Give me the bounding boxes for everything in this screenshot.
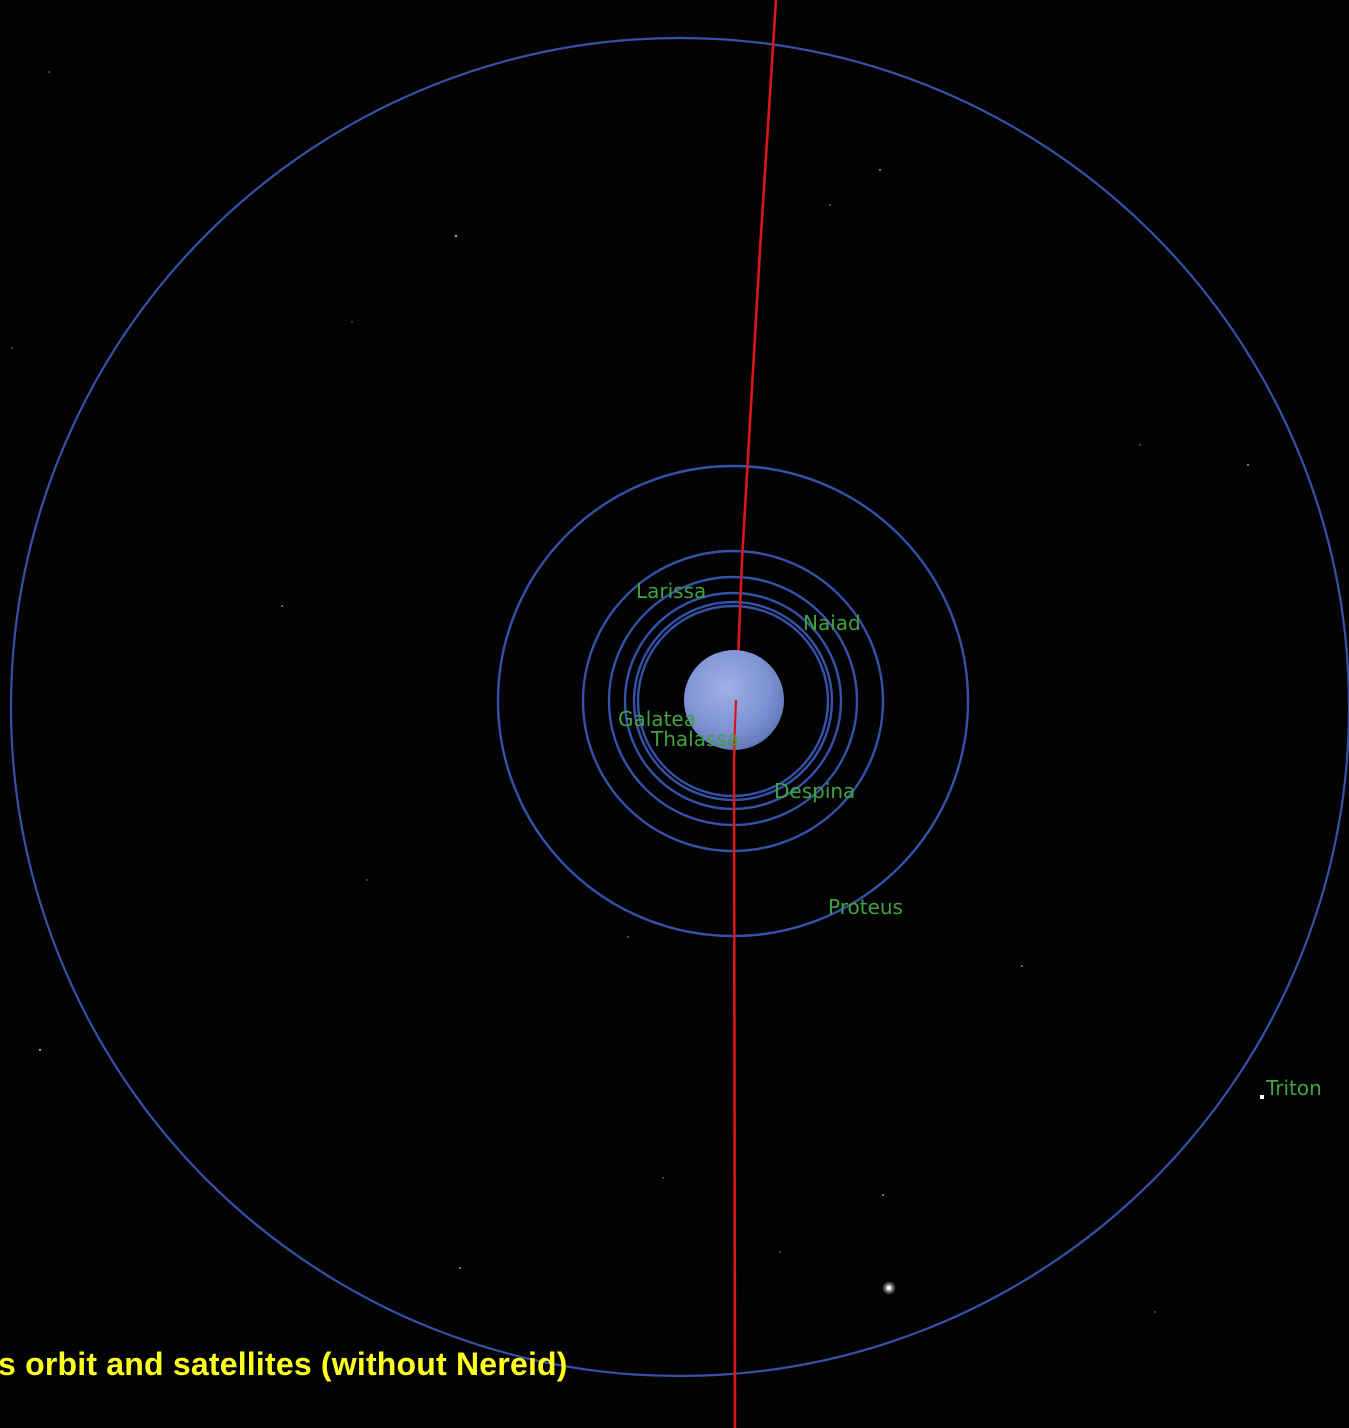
triton-orbit <box>10 37 1349 1377</box>
triton-marker <box>1260 1095 1264 1099</box>
moon-label-galatea: Galatea <box>618 707 696 731</box>
star <box>48 71 50 73</box>
moon-label-naiad: Naiad <box>803 611 861 635</box>
star <box>11 347 13 349</box>
star <box>779 1251 781 1253</box>
star <box>454 234 458 238</box>
trajectory-line <box>732 0 778 1428</box>
moon-label-triton: Triton <box>1265 1076 1322 1100</box>
star <box>1139 444 1141 446</box>
star <box>281 605 283 607</box>
moon-label-despina: Despina <box>774 779 855 803</box>
moon-label-thalassa: Thalassa <box>650 727 739 751</box>
star <box>38 1048 42 1052</box>
slide-caption: s orbit and satellites (without Nereid) <box>0 1346 568 1382</box>
trajectory-front-segment <box>732 699 738 753</box>
star <box>459 1267 461 1269</box>
star <box>829 204 831 206</box>
star <box>351 321 353 323</box>
star <box>879 169 881 171</box>
star <box>366 879 368 881</box>
star <box>627 936 629 938</box>
star <box>1154 1311 1156 1313</box>
moon-label-larissa: Larissa <box>636 579 706 603</box>
star <box>662 1177 664 1179</box>
bright-star-core <box>887 1286 891 1290</box>
star <box>1247 464 1249 466</box>
neptune-planet <box>684 650 784 750</box>
star <box>1021 965 1023 967</box>
moon-label-proteus: Proteus <box>828 895 903 919</box>
star <box>882 1194 884 1196</box>
starfield <box>11 71 1249 1313</box>
